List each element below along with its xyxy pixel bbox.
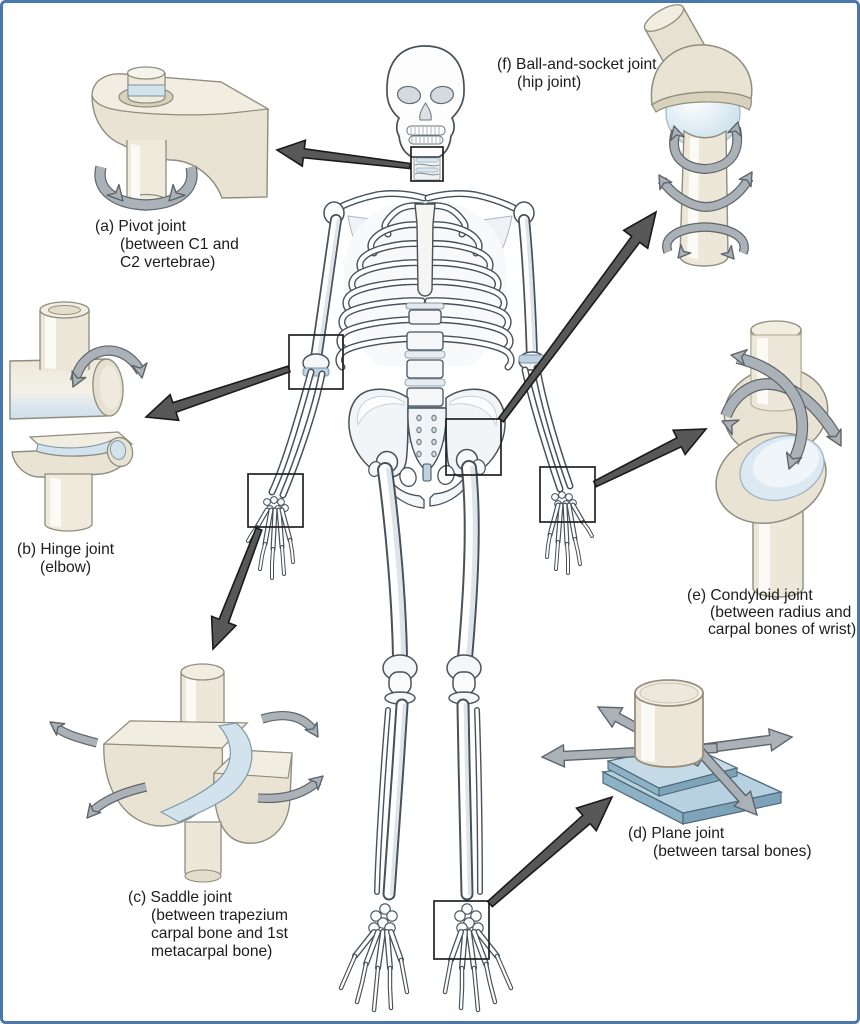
svg-text:(d) Plane joint: (d) Plane joint (628, 825, 725, 842)
svg-text:(a) Pivot joint: (a) Pivot joint (95, 218, 187, 235)
svg-text:(c) Saddle joint: (c) Saddle joint (128, 889, 233, 906)
svg-text:(between C1 and: (between C1 and (120, 236, 239, 253)
svg-text:carpal bone and 1st: carpal bone and 1st (151, 925, 289, 942)
svg-text:(f) Ball-and-socket joint: (f) Ball-and-socket joint (497, 56, 657, 73)
svg-text:carpal bones of wrist): carpal bones of wrist) (708, 621, 856, 638)
svg-text:metacarpal bone): metacarpal bone) (151, 943, 272, 960)
svg-text:(hip joint): (hip joint) (517, 74, 581, 91)
svg-text:C2 vertebrae): C2 vertebrae) (120, 254, 215, 271)
svg-text:(elbow): (elbow) (40, 559, 91, 576)
svg-text:(between radius and: (between radius and (710, 604, 851, 621)
svg-text:(between trapezium: (between trapezium (151, 907, 288, 924)
svg-text:(e) Condyloid joint: (e) Condyloid joint (687, 587, 813, 604)
svg-text:(b) Hinge joint: (b) Hinge joint (17, 541, 115, 558)
svg-text:(between tarsal bones): (between tarsal bones) (653, 843, 812, 860)
